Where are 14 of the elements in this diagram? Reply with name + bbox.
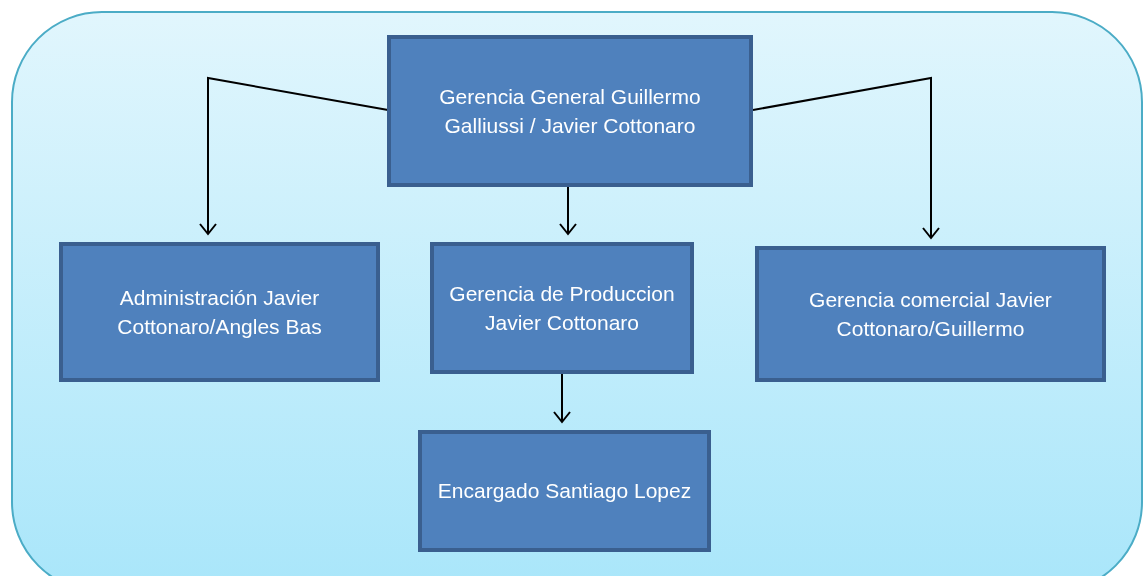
arrow: [752, 76, 940, 239]
org-box: [755, 246, 1106, 382]
role-text: Gerencia General Guillermo Galliussi / Javier Cottonaro: [438, 83, 702, 139]
role-text: Administración Javier Cottonaro/Angles Bas: [116, 284, 323, 340]
org-box: [430, 242, 694, 374]
role-text: Gerencia comercial Javier Cottonaro/Guillermo: [808, 286, 1053, 342]
org-box: [418, 430, 711, 552]
arrow: [553, 373, 571, 423]
org-box: [387, 35, 753, 187]
org-box: [59, 242, 380, 382]
arrow: [559, 186, 577, 235]
arrow: [199, 76, 389, 235]
role-text: Encargado Santiago Lopez: [437, 478, 692, 505]
role-text: Gerencia de Produccion Javier Cottonaro: [448, 280, 676, 336]
